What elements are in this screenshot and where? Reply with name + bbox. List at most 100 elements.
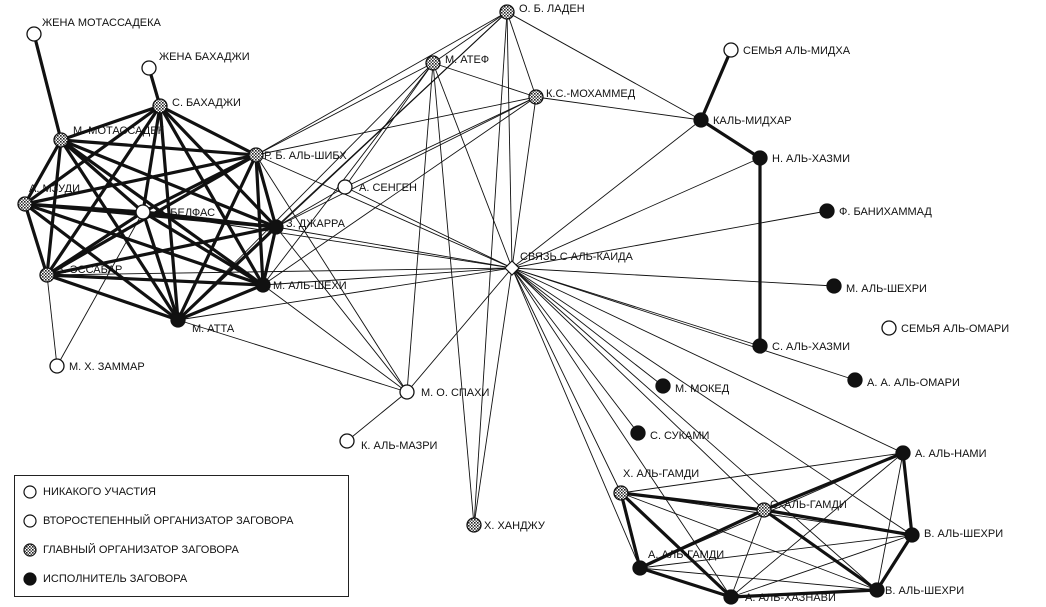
node-spahi: [399, 384, 415, 400]
node-label-banihammad: Ф. БАНИХАММАД: [839, 206, 932, 218]
node-label-zammar: М. Х. ЗАММАР: [69, 361, 145, 373]
node-shehri-m: [826, 278, 842, 294]
edge-thick: [59, 138, 258, 157]
edge-thin: [56, 211, 144, 367]
node-haznawi: [723, 589, 739, 605]
edge-thick: [261, 225, 278, 287]
edge-thin: [511, 267, 904, 454]
node-moqed: [655, 378, 671, 394]
edge-thin: [620, 492, 878, 591]
edge-thin: [511, 267, 856, 381]
node-ghamdi-a: [632, 560, 648, 576]
legend-item-main: ГЛАВНЫЙ ОРГАНИЗАТОР ЗАГОВОРА: [23, 540, 239, 560]
legend-label: ГЛАВНЫЙ ОРГАНИЗАТОР ЗАГОВОРА: [43, 544, 239, 556]
edge-thick: [23, 153, 258, 206]
node-nami: [895, 445, 911, 461]
nodes-layer: [17, 4, 920, 605]
edge-thick: [762, 451, 905, 512]
edge-thick: [59, 138, 145, 214]
edge-thick: [23, 202, 265, 287]
edge-thick: [45, 104, 162, 277]
edge-thin: [262, 62, 434, 286]
edge-thick: [158, 104, 258, 157]
node-omari-family: [881, 320, 897, 336]
edge-thick: [141, 210, 180, 322]
node-label-shehri-w2: В. АЛЬ-ШЕХРИ: [885, 585, 964, 597]
node-essabar: [39, 267, 55, 283]
node-label-mihdhar: КАЛЬ-МИДХАР: [713, 115, 792, 127]
node-hub: [504, 260, 520, 276]
legend: НИКАКОГО УЧАСТИЯ ВТОРОСТЕПЕННЫЙ ОРГАНИЗА…: [14, 475, 349, 597]
node-suqami: [630, 425, 646, 441]
node-hanjour-h: [466, 517, 482, 533]
node-belfas: [135, 204, 151, 220]
edge-thin: [620, 452, 904, 494]
edge-thin: [511, 267, 765, 511]
legend-label: ВТОРОСТЕПЕННЫЙ ОРГАНИЗАТОР ЗАГОВОРА: [43, 515, 294, 527]
edge-thin: [511, 267, 878, 591]
edge-thin: [344, 96, 537, 188]
edge-thick: [158, 104, 180, 322]
edge-thin: [639, 534, 913, 569]
edge-thin: [511, 119, 702, 269]
edge-thick: [32, 32, 63, 142]
node-shehhi-m: [255, 277, 271, 293]
edge-thin: [511, 157, 761, 269]
node-label-ghamdi-h: Х. АЛЬ-ГАМДИ: [623, 468, 699, 480]
node-label-hub: СВЯЗЬ С АЛЬ-КАИДА: [520, 251, 634, 263]
edge-thick: [23, 104, 162, 206]
edge-thin: [511, 96, 537, 269]
node-label-mihdhar-family: СЕМЬЯ АЛЬ-МИДХА: [743, 45, 851, 57]
edge-thick: [762, 508, 914, 537]
edge-thick: [762, 508, 879, 592]
edge-thin: [511, 267, 913, 536]
edge-thin: [275, 186, 346, 228]
edge-thick: [176, 283, 265, 322]
edge-thin: [255, 154, 408, 393]
node-hazmi-n: [752, 150, 768, 166]
node-bahaji: [152, 98, 168, 114]
edge-thin: [730, 452, 904, 598]
node-label-jarrah: З. ДЖАРРА: [286, 218, 346, 230]
edge-thin: [262, 96, 537, 286]
node-label-motassadek: М. МОТАССАДЕК: [73, 125, 165, 137]
edge-thin: [730, 534, 913, 598]
node-label-mazri: К. АЛЬ-МАЗРИ: [361, 440, 437, 452]
node-ghamdi-h: [613, 485, 629, 501]
edge-thick: [59, 138, 180, 322]
edge-thin: [511, 267, 761, 347]
edge-thick: [901, 451, 914, 537]
node-sengen: [337, 179, 353, 195]
edge-thick: [45, 225, 278, 277]
node-omari: [847, 372, 863, 388]
node-mihdhar-family: [723, 42, 739, 58]
node-label-shibh: Р. Б. АЛЬ-ШИБХ: [264, 150, 347, 162]
node-label-omari-family: СЕМЬЯ АЛЬ-ОМАРИ: [901, 323, 1009, 335]
node-label-atta: М. АТТА: [192, 323, 235, 335]
edge-thin: [255, 11, 508, 156]
edge-thin: [346, 391, 408, 442]
legend-label: НИКАКОГО УЧАСТИЯ: [43, 486, 156, 498]
filled-circle-icon: [23, 572, 37, 586]
edge-thin: [406, 62, 434, 393]
node-label-atef: М. АТЕФ: [445, 54, 489, 66]
edge-thin: [511, 267, 664, 387]
node-label-shehhi-m: М. АЛЬ-ШЕХИ: [273, 280, 347, 292]
edge-thin: [432, 11, 508, 64]
open-circle-icon: [23, 485, 37, 499]
node-label-hanjour-h: Х. ХАНДЖУ: [484, 520, 546, 532]
edge-thin: [511, 267, 639, 434]
edge-thick: [158, 104, 278, 229]
edge-thin: [262, 267, 513, 286]
node-label-spahi: М. О. СПАХИ: [421, 387, 489, 399]
edge-thick: [638, 566, 733, 599]
edge-thick: [638, 508, 766, 570]
node-label-shehri-w: В. АЛЬ-ШЕХРИ: [924, 528, 1003, 540]
edge-thick: [619, 491, 766, 512]
node-wife-bahaji: [141, 60, 157, 76]
edge-thin: [432, 62, 513, 269]
node-label-wife-bahaji: ЖЕНА БАХАДЖИ: [159, 51, 250, 63]
edge-thick: [45, 273, 265, 287]
edge-thin: [255, 96, 537, 156]
